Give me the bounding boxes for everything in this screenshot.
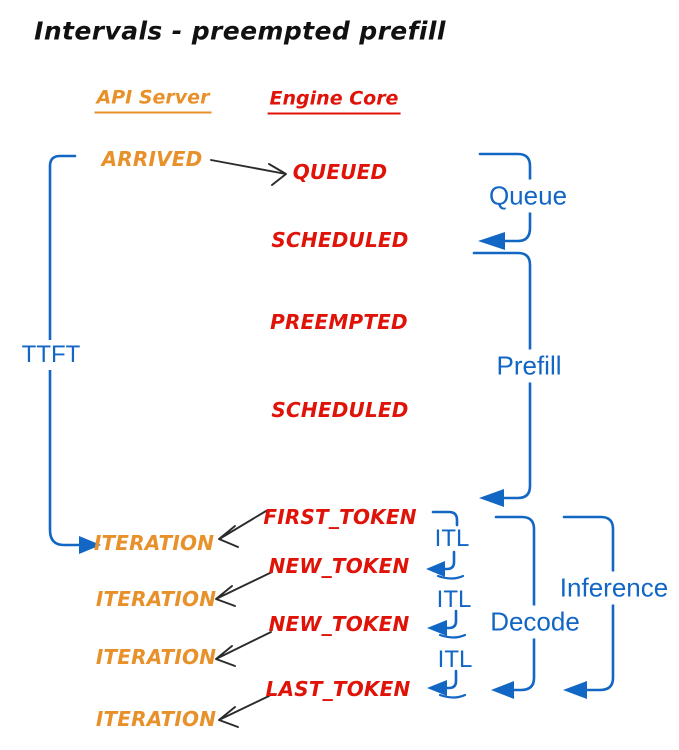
decode-bracket-arrow: [491, 515, 536, 699]
column-header-api-server: API Server: [94, 87, 212, 114]
itl-bracket-2: [427, 609, 467, 639]
arrow-new-token-1-to-iteration-2: [215, 571, 273, 607]
interval-label-prefill: Prefill: [492, 349, 566, 383]
event-queued: QUEUED: [292, 160, 388, 184]
event-iteration-3: ITERATION: [95, 645, 217, 669]
arrow-new-token-2-to-iteration-3: [215, 631, 272, 667]
interval-label-queue: Queue: [484, 179, 572, 213]
arrow-first-token-to-iteration-1: [218, 510, 267, 548]
interval-label-itl-1: ITL: [434, 525, 470, 552]
itl-bracket-3: [427, 669, 467, 699]
event-scheduled-2: SCHEDULED: [271, 398, 409, 422]
event-preempted: PREEMPTED: [270, 310, 408, 334]
page-title: Intervals - preempted prefill: [34, 16, 446, 46]
event-iteration-2: ITERATION: [95, 587, 217, 611]
event-scheduled-1: SCHEDULED: [271, 228, 409, 252]
interval-label-inference: Inference: [555, 571, 673, 605]
arrow-last-token-to-iteration-4: [218, 695, 270, 728]
interval-label-ttft: TTFT: [18, 340, 84, 370]
arrow-arrived-to-queued: [210, 159, 287, 186]
event-arrived: ARRIVED: [101, 147, 203, 171]
itl-bracket-1: [426, 510, 465, 580]
event-new-token-1: NEW_TOKEN: [268, 554, 410, 578]
interval-label-itl-3: ITL: [437, 646, 473, 673]
event-last-token: LAST_TOKEN: [265, 677, 411, 701]
event-first-token: FIRST_TOKEN: [263, 505, 417, 529]
event-iteration-4: ITERATION: [95, 707, 217, 731]
interval-label-decode: Decode: [486, 605, 584, 639]
event-iteration-1: ITERATION: [93, 531, 215, 555]
column-header-engine-core: Engine Core: [267, 88, 401, 115]
interval-label-itl-2: ITL: [436, 586, 472, 613]
event-new-token-2: NEW_TOKEN: [268, 612, 410, 636]
